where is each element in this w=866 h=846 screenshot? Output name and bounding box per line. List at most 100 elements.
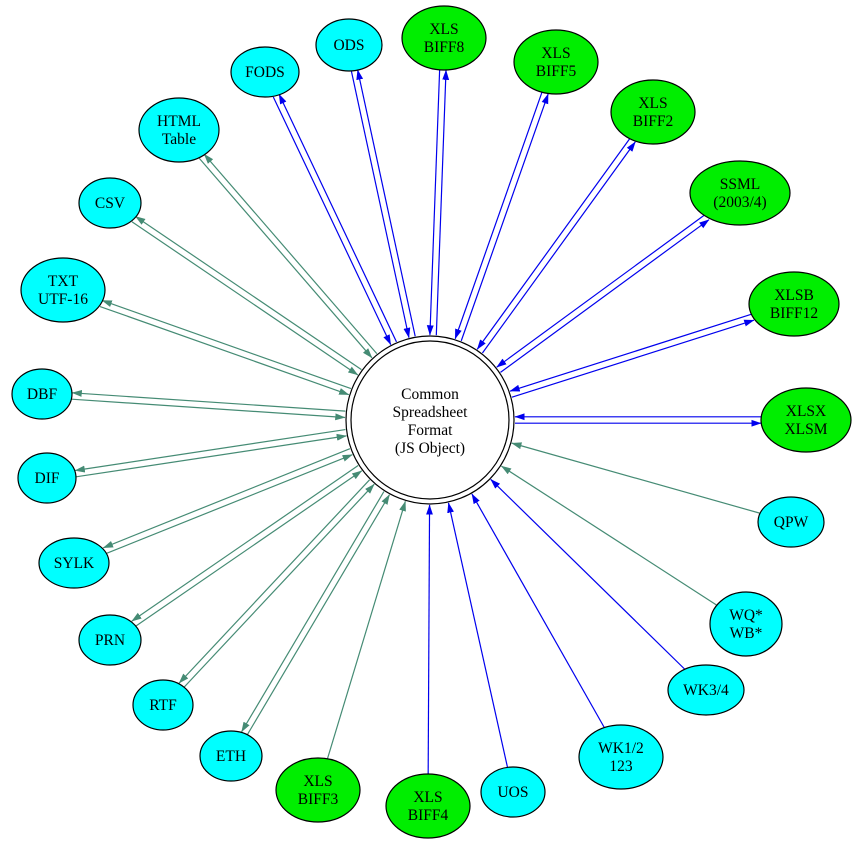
node-ods: ODS (315, 18, 383, 72)
node-ssml: SSML(2003/4) (689, 160, 791, 226)
edge-center-to-ssml (500, 219, 710, 373)
edge-qpw-to-center (511, 442, 761, 514)
node-wk12-ellipse (578, 724, 664, 790)
edge-sylk-to-center (105, 454, 353, 555)
node-csv-label: CSV (95, 195, 126, 212)
node-wq-wb: WQ*WB* (709, 591, 783, 657)
edge-center-to-fods (278, 93, 398, 343)
node-eth: ETH (199, 730, 263, 782)
node-sylk: SYLK (38, 537, 110, 589)
edge-csv-to-center (131, 221, 359, 376)
node-csv-ellipse (78, 177, 142, 229)
edge-dbf-to-center (71, 398, 346, 421)
node-ods-ellipse (315, 18, 383, 72)
edge-xls-biff3-to-center (326, 500, 406, 759)
node-rtf: RTF (132, 679, 194, 731)
edge-center-to-sylk (102, 448, 351, 549)
node-fods: FODS (230, 46, 300, 98)
node-dbf: DBF (11, 368, 73, 420)
node-qpw-label: QPW (774, 514, 809, 531)
edge-center-to-dif (74, 428, 346, 473)
edge-ods-to-center (350, 71, 411, 339)
node-dbf-label: DBF (27, 386, 58, 403)
edge-wk12-to-center (471, 493, 605, 728)
node-fods-ellipse (230, 46, 300, 98)
edge-txt-to-center (99, 305, 350, 396)
node-dif-ellipse (17, 452, 77, 504)
node-fods-label: FODS (245, 64, 285, 81)
node-xls-biff3-ellipse (275, 757, 361, 823)
node-html-ellipse (138, 97, 220, 163)
edge-prn-to-center (135, 470, 363, 627)
node-wq-wb-ellipse (709, 591, 783, 657)
edge-center-to-xls-biff2 (481, 141, 636, 354)
edge-xls-biff8-to-center (426, 69, 441, 336)
edge-center-to-rtf (178, 479, 370, 684)
node-wk34-label: WK3/4 (683, 682, 729, 699)
edge-center-to-ods (356, 69, 416, 337)
edge-html-to-center (198, 158, 373, 359)
edge-wk34-to-center (490, 479, 686, 670)
edge-center-to-prn (131, 465, 359, 622)
edge-eth-to-center (246, 494, 390, 736)
edge-center-to-txt (101, 299, 352, 390)
edge-xlsb-to-center (509, 313, 753, 392)
edge-center-to-xls-biff8 (435, 69, 450, 336)
edge-center-to-eth (241, 491, 385, 733)
node-wq-wb-label: WQ*WB* (729, 607, 763, 642)
edge-center-to-xls-biff5 (460, 93, 549, 342)
node-ods-label: ODS (333, 37, 364, 54)
node-sylk-label: SYLK (54, 555, 95, 572)
edge-center-to-csv (135, 215, 362, 371)
node-uos: UOS (480, 766, 546, 818)
node-wk34: WK3/4 (667, 664, 745, 716)
center-node-inner-circle (350, 340, 510, 500)
node-prn: PRN (78, 614, 142, 666)
node-xlsb-ellipse (748, 271, 840, 337)
node-rtf-ellipse (132, 679, 194, 731)
node-eth-label: ETH (216, 748, 246, 765)
node-txt-ellipse (20, 257, 106, 323)
node-xls-biff2-ellipse (610, 79, 696, 145)
node-xls-biff8-ellipse (401, 5, 487, 71)
node-sylk-ellipse (38, 537, 110, 589)
edge-wq-wb-to-center (500, 465, 718, 606)
node-prn-label: PRN (95, 632, 125, 649)
node-dbf-ellipse (11, 368, 73, 420)
node-qpw: QPW (757, 496, 825, 548)
node-prn-ellipse (78, 614, 142, 666)
node-xls-biff4-ellipse (385, 773, 471, 839)
center-node-outer-circle (345, 335, 515, 505)
node-uos-label: UOS (497, 784, 528, 801)
node-csv: CSV (78, 177, 142, 229)
node-qpw-ellipse (757, 496, 825, 548)
edge-center-to-html (203, 153, 378, 355)
edge-xls-biff4-to-center (426, 504, 433, 775)
node-uos-ellipse (480, 766, 546, 818)
node-ssml-label: SSML(2003/4) (713, 176, 766, 211)
node-ssml-ellipse (689, 160, 791, 226)
edge-xls-biff5-to-center (454, 91, 543, 340)
edge-ssml-to-center (496, 214, 706, 368)
